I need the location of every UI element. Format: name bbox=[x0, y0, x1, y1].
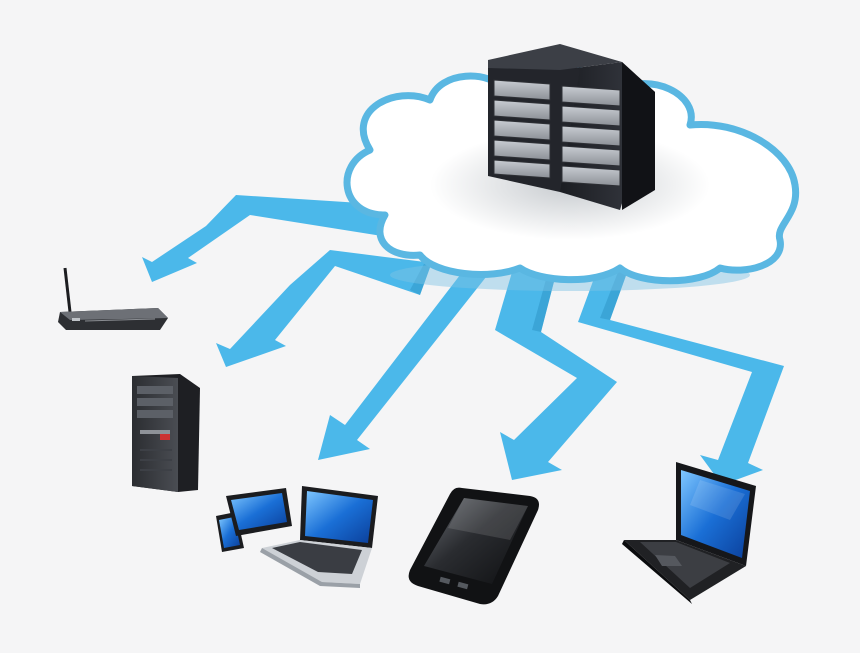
tablet-and-laptop-group-icon bbox=[216, 486, 378, 588]
convertible-laptop-icon bbox=[260, 486, 378, 588]
arrow-to-router bbox=[142, 195, 410, 282]
desktop-tower-icon bbox=[132, 374, 200, 492]
arrow-to-tablets bbox=[318, 262, 490, 460]
server-rack-icon bbox=[488, 44, 655, 210]
smartphone-icon bbox=[408, 487, 539, 605]
arrow-to-laptop bbox=[578, 262, 784, 485]
laptop-icon bbox=[622, 462, 756, 604]
arrow-group bbox=[142, 195, 784, 485]
wireless-router-icon bbox=[58, 267, 168, 330]
tablet-icon bbox=[226, 488, 292, 536]
arrow-to-phone bbox=[495, 262, 617, 480]
arrow-to-desktop bbox=[216, 240, 440, 367]
